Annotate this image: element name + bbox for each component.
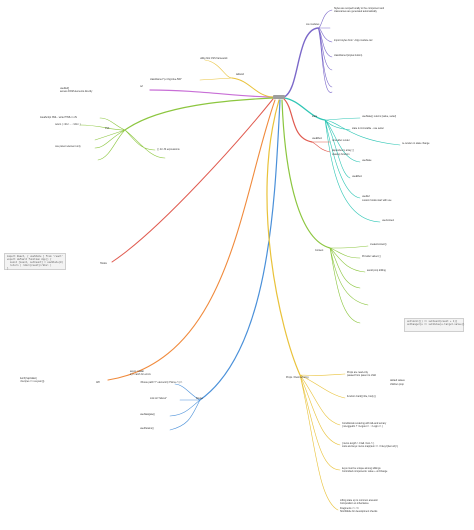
leaf-text: one parent element only <box>55 145 81 148</box>
branch-label-jsx[interactable]: JSX <box>105 127 110 130</box>
leaf-text: Lists and keys: items.map(item => <li ke… <box>342 445 399 448</box>
code-snippet-events: onClick={() => setCount(count + 1)} onCh… <box>404 318 464 332</box>
branch-label-effect[interactable]: useEffect <box>312 137 322 140</box>
leaf-text: Composition vs inheritance <box>340 502 369 505</box>
branch-label-ref[interactable]: ref <box>140 85 143 88</box>
leaf-text: passed from parent to child <box>347 374 376 377</box>
leaf-text: return ( <div> ... </div> ) <box>55 123 81 126</box>
branch-green-left <box>124 97 274 131</box>
leaf-text: try / catch for errors <box>130 373 151 376</box>
leaf-text: useParams() <box>140 427 154 430</box>
leaf-text: { } for JS expressions <box>157 148 180 151</box>
leaf-text: utility-first CSS framework <box>200 57 228 60</box>
leaf-text: Lifting state up to common ancestor <box>340 499 378 502</box>
leaf-text: useRef() <box>60 87 70 90</box>
leaf-text: Fragments <> </> <box>340 507 360 510</box>
leaf-text: async / await <box>130 370 144 373</box>
branch-label-state[interactable]: state <box>312 115 318 118</box>
root-node[interactable] <box>273 95 285 99</box>
branch-orange <box>107 99 276 381</box>
leaf-text: Link to="/about" <box>150 397 167 400</box>
leaf-text: <Route path="/" element={<Home />} /> <box>140 381 183 384</box>
leaf-text: default values <box>390 379 405 382</box>
branch-blue <box>199 99 281 401</box>
branch-label-context[interactable]: Context <box>315 249 324 252</box>
leaf-text: custom hooks start with use <box>362 199 392 202</box>
branch-teal <box>283 97 326 121</box>
branch-label-props[interactable]: Props / Destructuring <box>286 376 309 379</box>
leaf-text: className={styles.button} <box>334 54 363 57</box>
leaf-text: useNavigate() <box>140 413 155 416</box>
branch-red <box>283 98 313 143</box>
branch-purple <box>283 27 319 98</box>
branch-label-router[interactable]: Router <box>196 397 204 400</box>
leaf-text: Controlled components: value + onChange <box>342 470 388 473</box>
leaf-text: .then(res => res.json()) <box>20 380 45 383</box>
branch-green-right <box>281 99 331 249</box>
leaf-text: className="p-4 bg-blue-500" <box>150 78 182 81</box>
leaf-text: JavaScript XML - write HTML in JS <box>40 116 77 119</box>
branch-label-hooks[interactable]: Hooks <box>100 262 107 265</box>
leaf-text: useEffect <box>352 175 362 178</box>
leaf-text: Provider value={ } <box>362 255 381 258</box>
leaf-text: useState() returns [value, setter] <box>362 115 397 118</box>
leaf-text: { isLoggedIn ? <Logout /> : <Login /> } <box>342 425 383 428</box>
leaf-text: keys must be unique among siblings <box>342 467 381 470</box>
leaf-text: function Card({ title, body }) <box>347 395 376 398</box>
leaf-text: Styles are scoped locally to the compone… <box>334 7 385 10</box>
leaf-text: dependency array [ ] <box>332 149 354 152</box>
leaf-text: import styles from './App.module.css' <box>334 39 373 42</box>
branch-yellow-bottom <box>266 99 301 376</box>
leaf-text: StrictMode for development checks <box>340 510 378 513</box>
code-snippet-app: import React, { useState } from 'react' … <box>4 253 66 270</box>
leaf-text: Conditional rendering with && and ternar… <box>342 422 387 425</box>
leaf-text: re-render on state change <box>402 142 430 145</box>
leaf-text: fetch('/api/data') <box>20 377 37 380</box>
branch-magenta <box>149 89 274 98</box>
branch-label-css-modules[interactable]: css modules <box>306 23 320 26</box>
branch-label-tailwind[interactable]: tailwind <box>236 73 244 76</box>
leaf-text: Props are read-only <box>347 371 368 374</box>
leaf-text: state is immutable - use setter <box>352 127 384 130</box>
leaf-text: avoid prop drilling <box>367 269 386 272</box>
leaf-text: useContext <box>382 219 395 222</box>
branch-label-api[interactable]: API <box>96 381 100 384</box>
leaf-text: createContext() <box>370 243 387 246</box>
leaf-text: classnames are generated automatically <box>334 10 377 13</box>
leaf-text: useRef <box>362 195 370 198</box>
branch-yellow-top <box>231 77 274 98</box>
leaf-text: children prop <box>390 383 404 386</box>
leaf-text: runs after render <box>332 139 350 142</box>
leaf-text: cleanup function <box>332 153 350 156</box>
leaf-text: { items.length > 0 && <List /> } <box>342 442 375 445</box>
leaf-text: useState <box>362 159 372 162</box>
leaf-text: access DOM elements directly <box>60 90 93 93</box>
